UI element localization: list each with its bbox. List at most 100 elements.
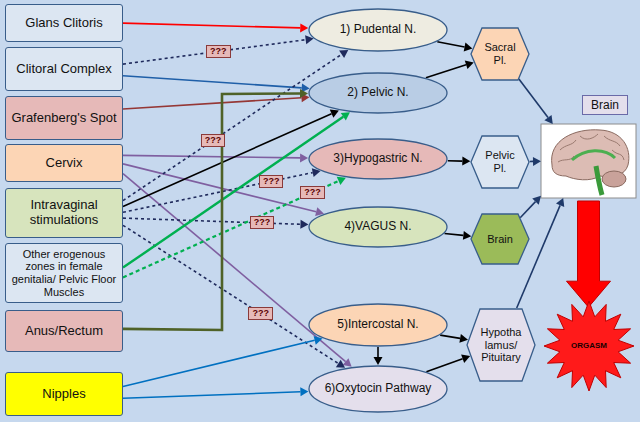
gyri [558,134,624,162]
connector-line [123,340,315,386]
arrowhead [300,387,308,396]
oval-shape [309,207,447,247]
arrowhead [459,334,468,343]
node-text-block: Anus/Rectum [10,324,118,339]
oval-shape [309,9,447,51]
node-label: Other erogenous zones in female genitali… [10,248,118,299]
connector [123,50,348,201]
node-label: Sacral Pl. [478,41,522,66]
arrowhead [341,112,350,120]
arrowhead [464,43,473,52]
connector-line [520,202,535,218]
node-text-block: Brain [478,233,522,246]
connector [445,231,472,240]
node-label: 4)VAGUS N. [321,220,436,234]
arrowhead [533,157,541,166]
arrowhead [343,358,352,367]
source-box: Nipples [5,372,123,416]
plexus-hexagon: Sacral Pl. [470,27,530,81]
connector-line [123,114,332,207]
connector-line [445,234,464,236]
node-text-block: Glans Clitoris [10,16,118,31]
node-label: Hypotha lamus/ Pituitary [475,326,527,364]
connector [426,61,474,78]
connector [123,23,308,32]
hexagon-shape [467,309,535,381]
source-box: Glans Clitoris [5,4,123,42]
source-box: Intravaginal stimulations [5,188,123,238]
arrowhead [336,360,345,368]
brain-image: Brain [541,124,636,198]
arrowhead [465,61,474,70]
hexagon-shape [471,136,529,188]
hexagon-shape [471,214,529,264]
connector-line [437,42,464,47]
node-label: Pelvic Pl. [478,149,522,174]
node-label: Brain [478,233,522,246]
node-text-block: Other erogenous zones in female genitali… [10,248,118,299]
plexus-hexagon: Brain [470,213,530,265]
connector [123,174,352,367]
connector [123,35,314,64]
connector [123,110,339,207]
connector-line [123,174,346,362]
brainstem [596,166,602,195]
connector-line [123,155,300,158]
image-frame [541,124,636,198]
node-text-block: Sacral Pl. [478,41,522,66]
node-label: Clitoral Complex [10,62,118,77]
connector-line [123,392,300,399]
source-box: Cervix [5,144,123,182]
arrowhead [339,50,348,58]
node-label: 6)Oxytocin Pathway [321,382,436,396]
node-text-block: Nipples [10,387,118,402]
plexus-hexagon: Pelvic Pl. [470,135,530,189]
fat-arrow [567,201,611,307]
node-text-block: 5)Intercostal N. [321,318,436,332]
orgasm-starburst: ORGASM [543,300,635,392]
image-heading: Brain [582,95,628,115]
corpus-callosum [572,151,615,160]
connector-line [519,79,548,118]
connector [567,201,611,307]
nerve-oval: 1) Pudental N. [308,8,448,52]
nerve-oval: 5)Intercostal N. [308,303,448,347]
connector [374,347,383,365]
arrowhead [300,153,308,162]
star-shape [544,301,634,391]
node-label: Glans Clitoris [10,16,118,31]
nerve-oval: 6)Oxytocin Pathway [308,365,448,413]
source-box: Other erogenous zones in female genitali… [5,243,123,303]
connector-line [517,205,560,308]
node-text-block: 1) Pudental N. [321,23,436,37]
arrowhead [462,157,470,166]
hexagon-shape [471,28,529,80]
connector-line [426,65,466,78]
unknown-marker: ??? [259,175,284,188]
arrowhead [461,354,470,362]
source-box: Clitoral Complex [5,47,123,91]
unknown-marker: ??? [201,134,226,147]
plexus-hexagon: Hypotha lamus/ Pituitary [466,308,536,382]
connector-line [123,164,316,212]
connector-line [377,347,379,357]
node-label: Cervix [10,156,118,171]
node-label: 3)Hypogastric N. [321,152,436,166]
nerve-oval: 3)Hypogastric N. [308,138,448,180]
nerve-oval: 4)VAGUS N. [308,206,448,248]
node-label: Intravaginal stimulations [10,198,118,228]
node-text-block: 2) Pelvic N. [321,86,436,100]
node-text-block: Grafenberg's Spot [10,111,118,126]
node-label: 2) Pelvic N. [321,86,436,100]
node-text-block: Pelvic Pl. [478,149,522,174]
connector [123,336,322,387]
node-label: Anus/Rectum [10,324,118,339]
connector-line [123,94,300,331]
unknown-marker: ??? [248,307,273,320]
source-box: Anus/Rectum [5,310,123,352]
connector [448,157,471,166]
connector [440,334,468,343]
connector [123,387,308,398]
node-text-block: 3)Hypogastric N. [321,152,436,166]
